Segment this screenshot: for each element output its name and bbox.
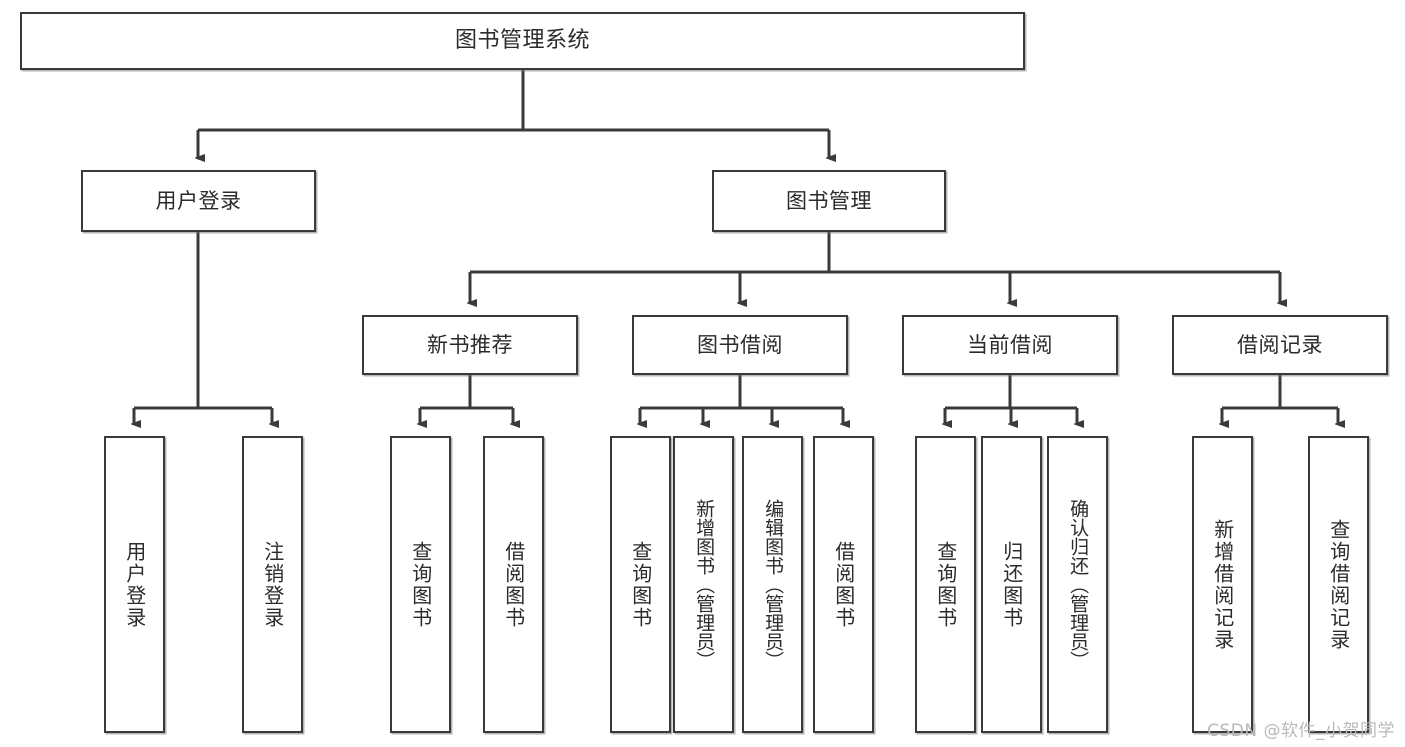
leaf-logout-login-label: 注销登录: [260, 540, 285, 629]
leaf-confirm-return-admin[interactable]: 确认归还（管理员）: [1047, 436, 1108, 733]
leaf-add-book-admin[interactable]: 新增图书（管理员）: [673, 436, 734, 733]
leaf-query-book-3-label: 查询图书: [933, 540, 958, 629]
leaf-query-borrow-record-label: 查询借阅记录: [1326, 518, 1351, 651]
node-new-book-recommend-label: 新书推荐: [427, 332, 513, 357]
node-borrow-record[interactable]: 借阅记录: [1172, 315, 1388, 375]
node-current-borrow-label: 当前借阅: [967, 332, 1053, 357]
leaf-query-book-3[interactable]: 查询图书: [915, 436, 976, 733]
leaf-borrow-book-1-label: 借阅图书: [501, 540, 526, 629]
leaf-add-borrow-record-label: 新增借阅记录: [1210, 518, 1235, 651]
leaf-edit-book-admin-label: 编辑图书（管理员）: [762, 499, 785, 670]
node-book-borrow[interactable]: 图书借阅: [632, 315, 848, 375]
leaf-add-borrow-record[interactable]: 新增借阅记录: [1192, 436, 1253, 733]
leaf-borrow-book-2-label: 借阅图书: [831, 540, 856, 629]
leaf-query-book-1-label: 查询图书: [408, 540, 433, 629]
node-user-login-label: 用户登录: [155, 188, 242, 213]
leaf-add-book-admin-label: 新增图书（管理员）: [693, 499, 716, 670]
leaf-confirm-return-admin-label: 确认归还（管理员）: [1067, 499, 1090, 670]
leaf-return-book[interactable]: 归还图书: [981, 436, 1042, 733]
node-book-management-label: 图书管理: [786, 188, 872, 213]
leaf-query-book-2[interactable]: 查询图书: [610, 436, 671, 733]
node-book-management[interactable]: 图书管理: [712, 170, 946, 232]
leaf-query-book-1[interactable]: 查询图书: [390, 436, 451, 733]
leaf-borrow-book-2[interactable]: 借阅图书: [813, 436, 874, 733]
leaf-edit-book-admin[interactable]: 编辑图书（管理员）: [742, 436, 803, 733]
node-borrow-record-label: 借阅记录: [1237, 332, 1323, 357]
leaf-logout-login[interactable]: 注销登录: [242, 436, 303, 733]
leaf-user-login-label: 用户登录: [122, 540, 147, 629]
node-root-label: 图书管理系统: [454, 28, 590, 54]
node-new-book-recommend[interactable]: 新书推荐: [362, 315, 578, 375]
leaf-return-book-label: 归还图书: [999, 540, 1024, 629]
leaf-user-login[interactable]: 用户登录: [104, 436, 165, 733]
node-book-borrow-label: 图书借阅: [697, 332, 783, 357]
watermark: CSDN @软件_小贺同学: [1207, 721, 1395, 741]
node-user-login[interactable]: 用户登录: [81, 170, 316, 232]
leaf-query-borrow-record[interactable]: 查询借阅记录: [1308, 436, 1369, 733]
node-root[interactable]: 图书管理系统: [20, 12, 1025, 70]
leaf-query-book-2-label: 查询图书: [628, 540, 653, 629]
leaf-borrow-book-1[interactable]: 借阅图书: [483, 436, 544, 733]
node-current-borrow[interactable]: 当前借阅: [902, 315, 1118, 375]
